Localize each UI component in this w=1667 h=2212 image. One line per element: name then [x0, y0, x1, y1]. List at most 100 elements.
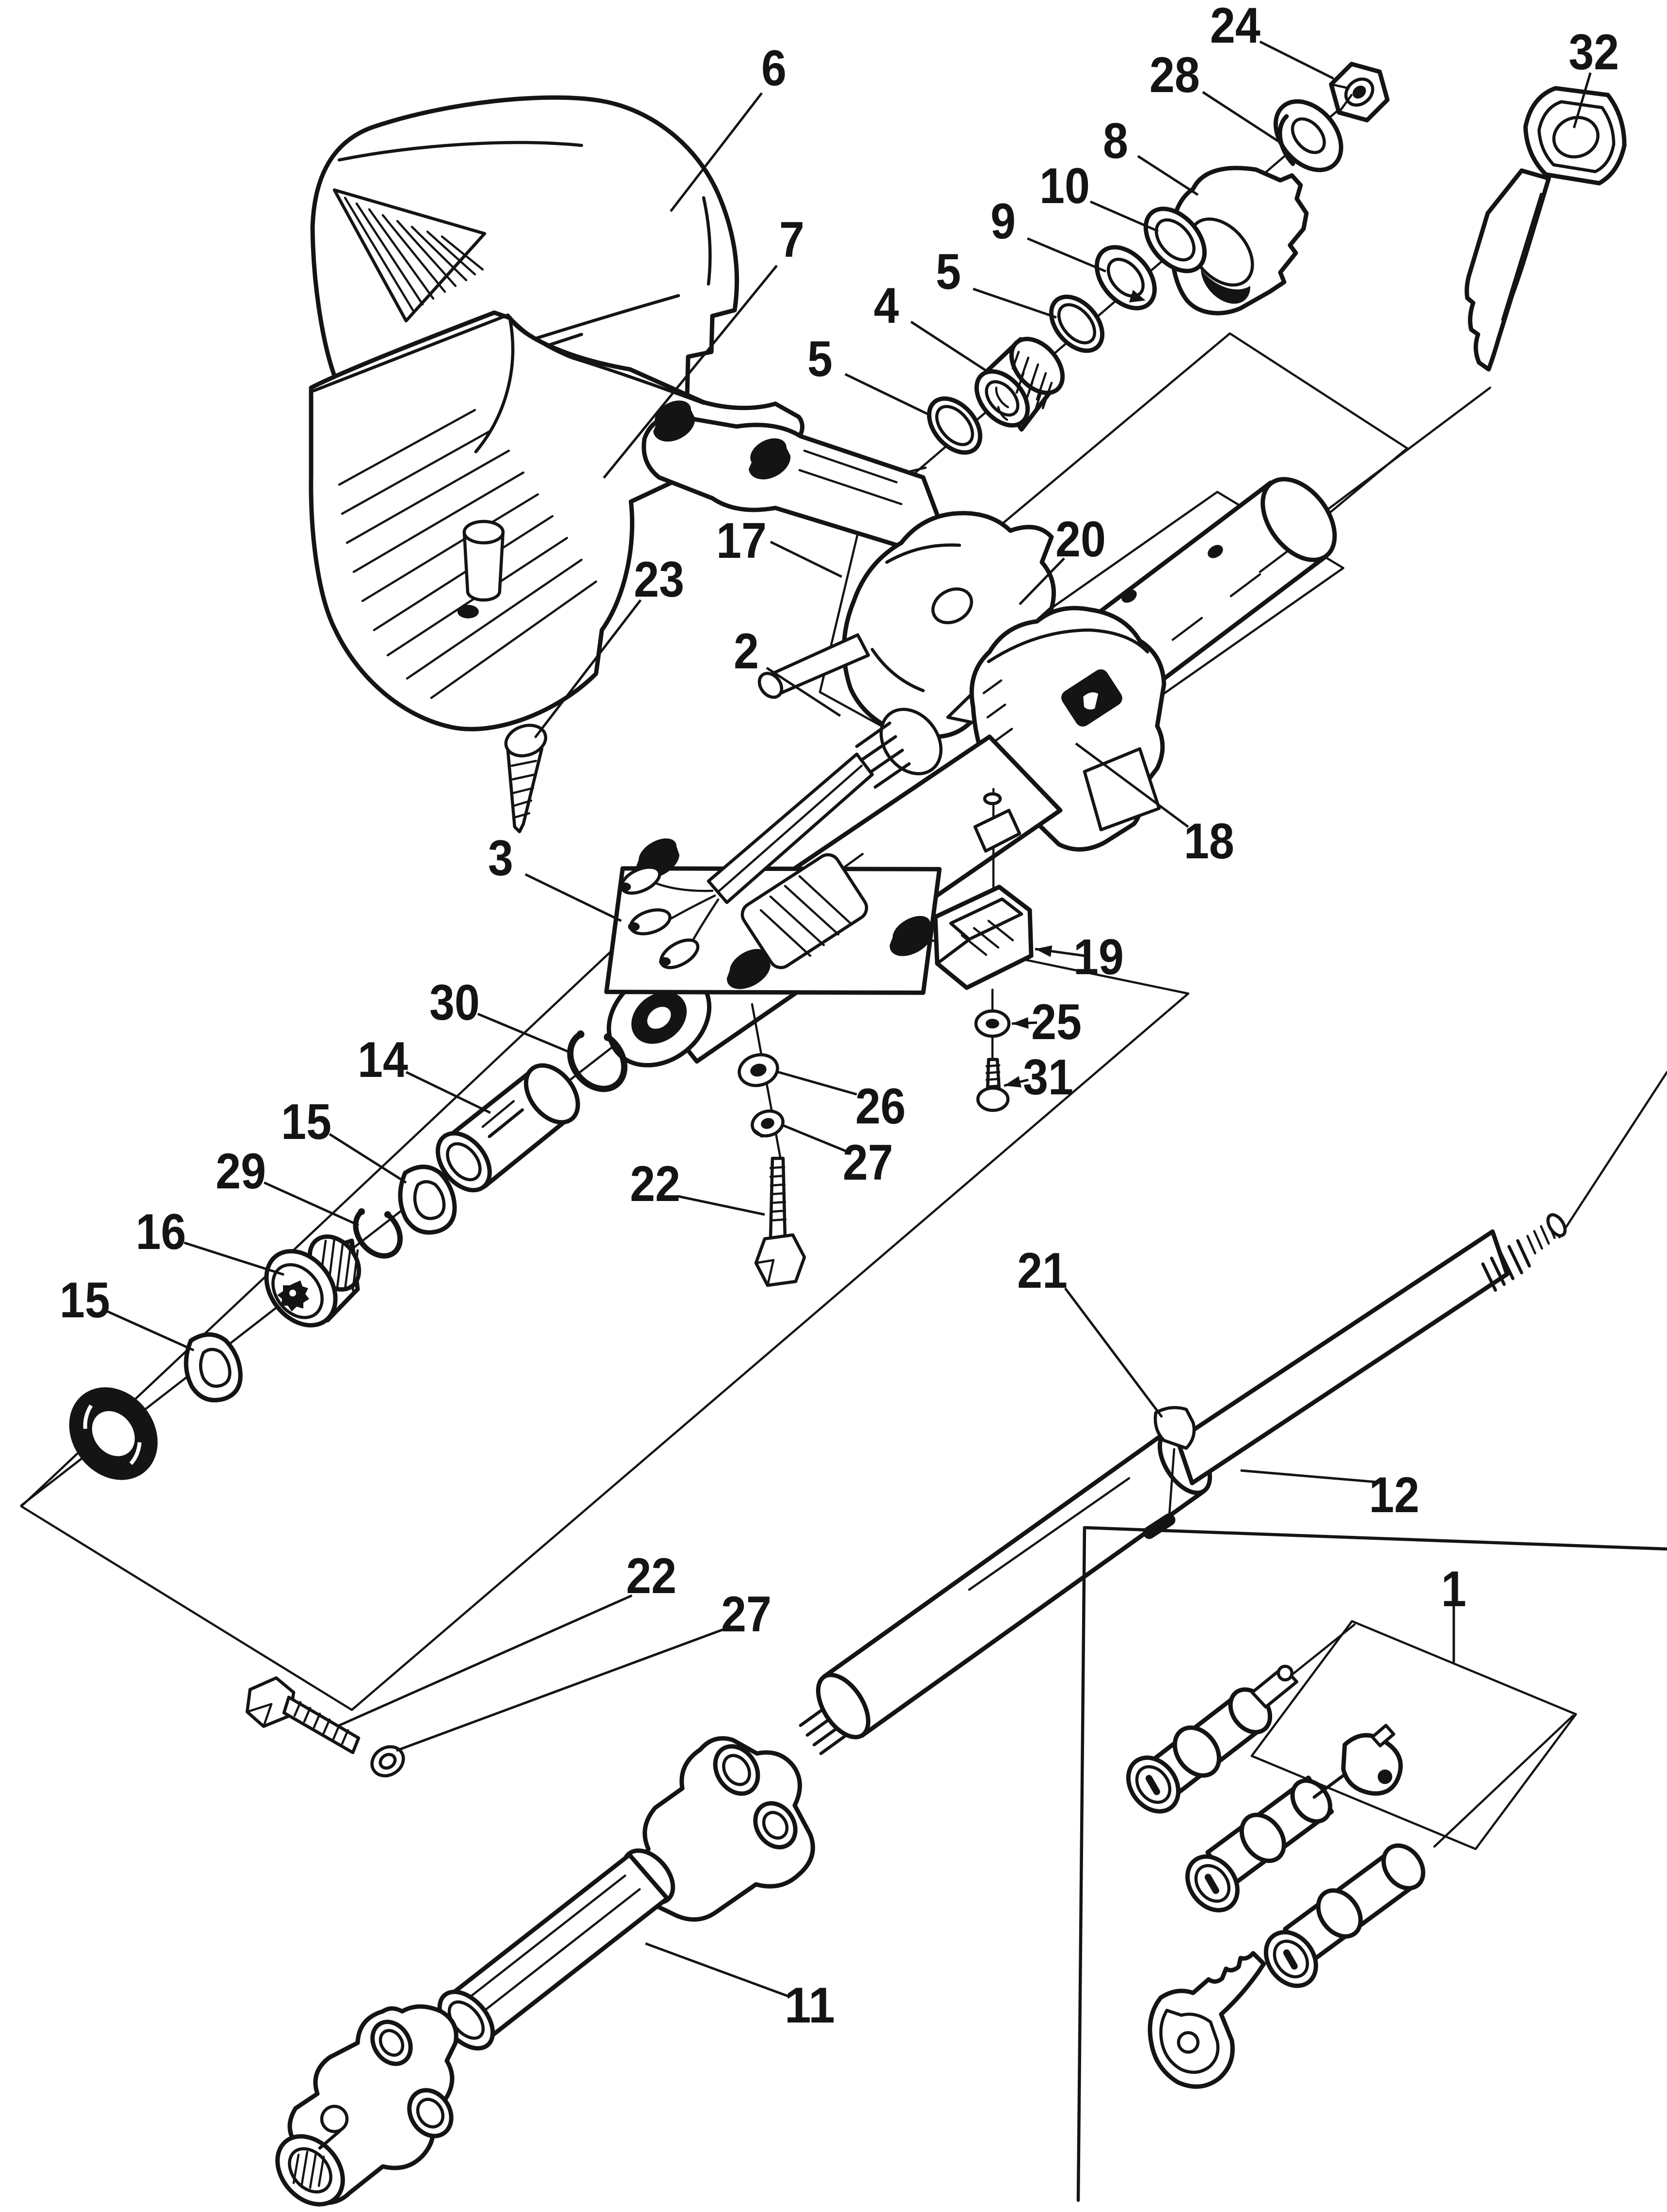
leader-arrowhead-part-31 [1004, 1076, 1022, 1088]
nut-24 [1329, 62, 1390, 123]
callout-part-23: 23 [634, 552, 684, 608]
callout-part-4: 4 [874, 278, 899, 334]
ring-5b [927, 396, 983, 455]
leader-line-part-15b [107, 1310, 195, 1352]
leader-line-part-27a [783, 1124, 848, 1153]
thrust-washer-15a [398, 1165, 457, 1235]
callout-part-30: 30 [429, 975, 480, 1031]
callout-part-26: 26 [855, 1078, 906, 1135]
callout-part-2: 2 [734, 623, 759, 679]
leader-line-part-18 [1075, 742, 1189, 828]
leader-line-part-16 [184, 1241, 284, 1276]
leader-line-part-17 [770, 540, 843, 578]
collar-clamp-band [1083, 747, 1161, 832]
callout-part-28: 28 [1149, 47, 1200, 103]
callout-part-7: 7 [779, 212, 804, 268]
callout-part-10: 10 [1039, 158, 1090, 214]
washer-26 [738, 1053, 779, 1087]
callout-part-11: 11 [785, 1977, 835, 2034]
ignition-key-32 [1464, 86, 1627, 372]
callout-part-18: 18 [1184, 813, 1234, 869]
leader-arrowhead-part-25 [1012, 1017, 1029, 1029]
callout-part-17: 17 [716, 513, 767, 569]
callout-part-31: 31 [1023, 1049, 1073, 1106]
callout-part-5b: 5 [807, 331, 833, 387]
leader-line-part-22b [338, 1594, 633, 1727]
washer-27-lower [370, 1745, 405, 1778]
leader-line-part-5a [973, 287, 1057, 319]
screw-23 [504, 724, 548, 834]
callout-part-5a: 5 [936, 244, 961, 300]
callout-part-9: 9 [991, 193, 1016, 250]
callout-part-22b: 22 [626, 1548, 676, 1604]
shroud-hole [457, 605, 479, 618]
callout-part-27a: 27 [843, 1135, 893, 1191]
callout-part-25: 25 [1031, 994, 1082, 1050]
bolt-22-vertical [754, 1156, 806, 1287]
door-lock-cylinder [1185, 1723, 1403, 1912]
thrust-washer-15b [184, 1332, 243, 1403]
wiring-harness-2 [619, 708, 943, 969]
bullet-connectors [619, 866, 700, 969]
callout-part-19: 19 [1073, 929, 1124, 985]
leader-line-part-11 [645, 1942, 790, 1998]
woodruff-key-21 [1153, 1406, 1196, 1523]
snap-ring-30 [567, 1030, 628, 1092]
callout-part-29: 29 [216, 1143, 266, 1200]
leader-line-part-27b [396, 1627, 726, 1752]
lock-bushing-14 [436, 1063, 580, 1193]
leader-line-part-24 [1259, 40, 1335, 80]
leader-line-part-15a [329, 1133, 407, 1184]
leader-line-part-10 [1090, 200, 1159, 233]
bearing-ring-dark [69, 1387, 158, 1480]
leader-line-part-3 [524, 873, 622, 922]
bearing-16 [264, 1234, 362, 1327]
callout-part-16: 16 [136, 1204, 186, 1260]
leader-line-part-29 [263, 1181, 360, 1227]
leader-line-part-20 [1019, 557, 1065, 605]
leader-line-part-5b [844, 373, 930, 416]
callout-part-1: 1 [1441, 1561, 1466, 1617]
ignition-lock-cylinder [1126, 1664, 1299, 1814]
leader-line-part-21 [1064, 1287, 1163, 1418]
leader-line-part-9 [1027, 237, 1106, 273]
ring-5a [1049, 294, 1105, 353]
lock-washer-27 [751, 1109, 785, 1138]
trunk-lock-cylinder [1263, 1843, 1426, 1988]
lower-shaft-11 [275, 1736, 815, 2207]
callout-part-24: 24 [1210, 0, 1260, 54]
shroud7-hatching [338, 409, 598, 699]
rubber-damper-19 [933, 885, 1034, 990]
washer-10 [1143, 206, 1207, 273]
callout-part-32: 32 [1569, 24, 1619, 80]
callout-part-21: 21 [1017, 1243, 1068, 1299]
callout-part-14: 14 [358, 1032, 408, 1088]
leader-line-part-2 [766, 666, 841, 717]
callout-part-20: 20 [1055, 511, 1106, 568]
steering-shaft-12 [799, 1213, 1567, 1755]
bushing-4 [974, 336, 1065, 432]
screw-31 [976, 1058, 1010, 1112]
leader-line-part-4 [910, 320, 990, 374]
washer-28 [1274, 99, 1343, 173]
leader-line-part-22a [677, 1195, 765, 1216]
clamp-hardware-chain [738, 1003, 806, 1287]
leader-line-part-12 [1240, 1469, 1378, 1484]
callout-part-8: 8 [1103, 113, 1128, 169]
capsule-pin-block [973, 788, 1022, 902]
leader-line-part-7 [603, 265, 778, 479]
callout-part-15b: 15 [60, 1272, 110, 1328]
key-set [1148, 1951, 1266, 2089]
callout-part-27b: 27 [721, 1586, 771, 1643]
knurl-texture [1011, 350, 1053, 412]
inset-box [1076, 1526, 1667, 2202]
callout-part-15a: 15 [281, 1094, 331, 1150]
leader-line-part-32 [1573, 72, 1592, 128]
shroud-hatching [344, 196, 484, 312]
leader-line-part-8 [1137, 155, 1199, 196]
callout-layer: 6723172202428810954532183192531262722301… [60, 0, 1619, 2034]
callout-part-22a: 22 [630, 1156, 680, 1212]
leader-arrowhead-part-19 [1035, 945, 1053, 957]
